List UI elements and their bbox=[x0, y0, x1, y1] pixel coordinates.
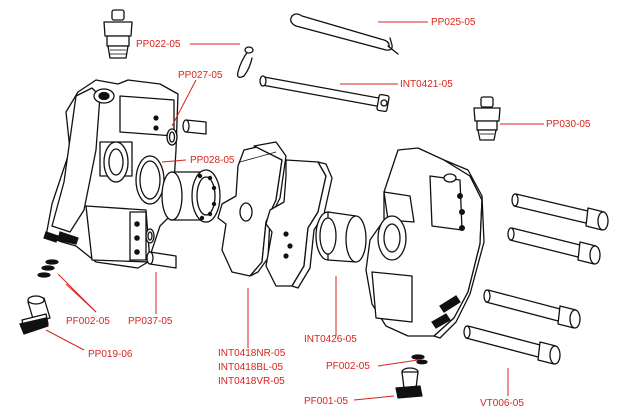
label-pp025: PP025-05 bbox=[431, 17, 476, 28]
part-piston-right bbox=[315, 211, 367, 263]
label-pp028: PP028-05 bbox=[190, 155, 235, 166]
part-r-clip bbox=[236, 46, 254, 78]
leader-lines bbox=[45, 21, 544, 401]
part-bolt-1 bbox=[511, 193, 609, 231]
label-int0418vr: INT0418VR-05 bbox=[218, 376, 285, 387]
part-banjo-bolt bbox=[19, 295, 51, 335]
part-pad-pin bbox=[259, 75, 390, 113]
label-pp019: PP019-06 bbox=[88, 349, 133, 360]
label-int0421: INT0421-05 bbox=[400, 79, 453, 90]
part-small-seals-left bbox=[37, 259, 59, 278]
label-int0426: INT0426-05 bbox=[304, 334, 357, 345]
label-pp037: PP037-05 bbox=[128, 316, 173, 327]
part-bolt-2 bbox=[507, 227, 601, 265]
part-spring-clip bbox=[290, 13, 399, 55]
part-bolt-4 bbox=[463, 325, 561, 365]
part-brake-pad-2 bbox=[265, 159, 333, 289]
part-caliper-right bbox=[365, 147, 485, 339]
label-int0418bl: INT0418BL-05 bbox=[218, 362, 283, 373]
part-piston-left bbox=[161, 169, 221, 223]
label-pf001: PF001-05 bbox=[304, 396, 348, 407]
label-int0418nr: INT0418NR-05 bbox=[218, 348, 286, 359]
label-pp030: PP030-05 bbox=[546, 119, 591, 130]
label-pf002-left: PF002-05 bbox=[66, 316, 110, 327]
part-sleeve-pin-lower bbox=[146, 251, 177, 269]
part-bleed-screw-top bbox=[103, 9, 133, 59]
label-pp022: PP022-05 bbox=[136, 39, 181, 50]
part-o-ring-lower bbox=[145, 228, 155, 244]
part-small-seals-right bbox=[411, 354, 428, 365]
part-nipple-bottom bbox=[395, 367, 423, 399]
part-brake-pad-1 bbox=[217, 141, 287, 277]
label-pf002-right: PF002-05 bbox=[326, 361, 370, 372]
part-sleeve-pin-upper bbox=[182, 119, 207, 135]
part-o-ring-small bbox=[166, 128, 178, 146]
part-seal-ring bbox=[135, 155, 165, 205]
part-bleed-screw-right bbox=[473, 96, 501, 141]
part-caliper-left bbox=[43, 79, 179, 269]
part-bolt-3 bbox=[483, 289, 581, 329]
label-vt006: VT006-05 bbox=[480, 398, 524, 409]
label-pp027: PP027-05 bbox=[178, 70, 223, 81]
